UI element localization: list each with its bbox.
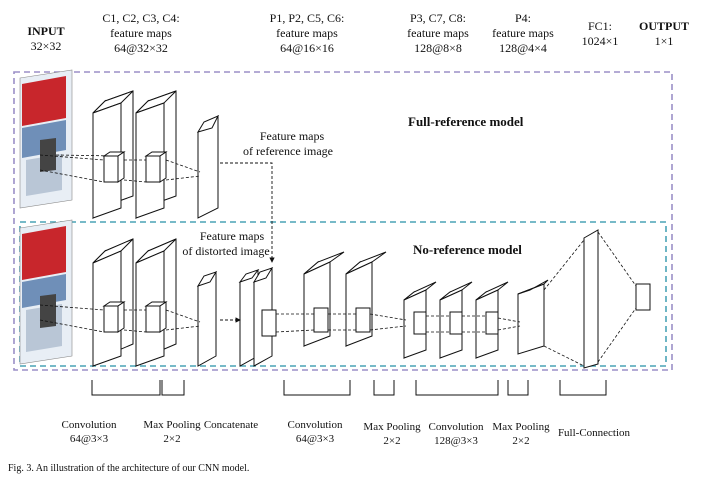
pool2-label: Max Pooling xyxy=(363,421,421,433)
stage-brackets xyxy=(91,380,607,396)
distorted-feature-label-1: Feature maps xyxy=(200,229,265,243)
pool2-size: 2×2 xyxy=(383,435,400,447)
p4-maps-line2: feature maps xyxy=(492,26,554,40)
p1-maps-line2: feature maps xyxy=(276,26,338,40)
conv2-size: 64@3×3 xyxy=(296,433,335,445)
conv1-size: 64@3×3 xyxy=(70,433,109,445)
p3-maps-line2: feature maps xyxy=(407,26,469,40)
p3-maps-title: P3, C7, C8: xyxy=(410,11,466,25)
conv3-size: 128@3×3 xyxy=(434,435,478,447)
output-title: OUTPUT xyxy=(639,19,689,33)
p4-maps-title: P4: xyxy=(515,11,531,25)
c-maps-line2: feature maps xyxy=(110,26,172,40)
input-size: 32×32 xyxy=(31,39,62,53)
fullconn-label: Full-Connection xyxy=(558,427,631,439)
reference-feature-label-1: Feature maps xyxy=(260,129,325,143)
figure-caption: Fig. 3. An illustration of the architect… xyxy=(8,463,250,474)
header-labels: INPUT 32×32 C1, C2, C3, C4: feature maps… xyxy=(27,11,689,55)
distorted-projection-lines xyxy=(39,231,637,367)
pool3-label: Max Pooling xyxy=(492,421,550,433)
conv2-label: Convolution xyxy=(287,419,343,431)
fc-size: 1024×1 xyxy=(582,34,619,48)
pool1-label: Max Pooling xyxy=(143,419,201,431)
stage-labels: Convolution 64@3×3 Max Pooling 2×2 Conca… xyxy=(61,419,630,447)
reference-to-concat-arrow xyxy=(220,162,275,263)
full-reference-region xyxy=(13,71,673,371)
no-reference-region xyxy=(19,221,667,367)
input-title: INPUT xyxy=(27,24,64,38)
p4-maps-size: 128@4×4 xyxy=(499,41,547,55)
fc-title: FC1: xyxy=(588,19,612,33)
c-maps-title: C1, C2, C3, C4: xyxy=(102,11,179,25)
p3-maps-size: 128@8×8 xyxy=(414,41,462,55)
distorted-feature-label-2: of distorted image xyxy=(182,244,269,258)
pool3-size: 2×2 xyxy=(512,435,529,447)
reference-branch xyxy=(92,90,220,220)
full-reference-title: Full-reference model xyxy=(408,114,524,129)
p1-maps-title: P1, P2, C5, C6: xyxy=(270,11,345,25)
no-reference-title: No-reference model xyxy=(413,242,522,257)
p1-maps-size: 64@16×16 xyxy=(280,41,334,55)
concat-label: Concatenate xyxy=(204,419,258,431)
conv3-label: Convolution xyxy=(428,421,484,433)
c-maps-size: 64@32×32 xyxy=(114,41,168,55)
pool1-size: 2×2 xyxy=(163,433,180,445)
distorted-branch xyxy=(92,229,651,369)
distorted-input-image xyxy=(19,219,73,365)
output-size: 1×1 xyxy=(655,34,674,48)
reference-projection-lines xyxy=(39,154,201,183)
conv1-label: Convolution xyxy=(61,419,117,431)
reference-feature-label-2: of reference image xyxy=(243,144,333,158)
reference-input-image xyxy=(19,69,73,209)
